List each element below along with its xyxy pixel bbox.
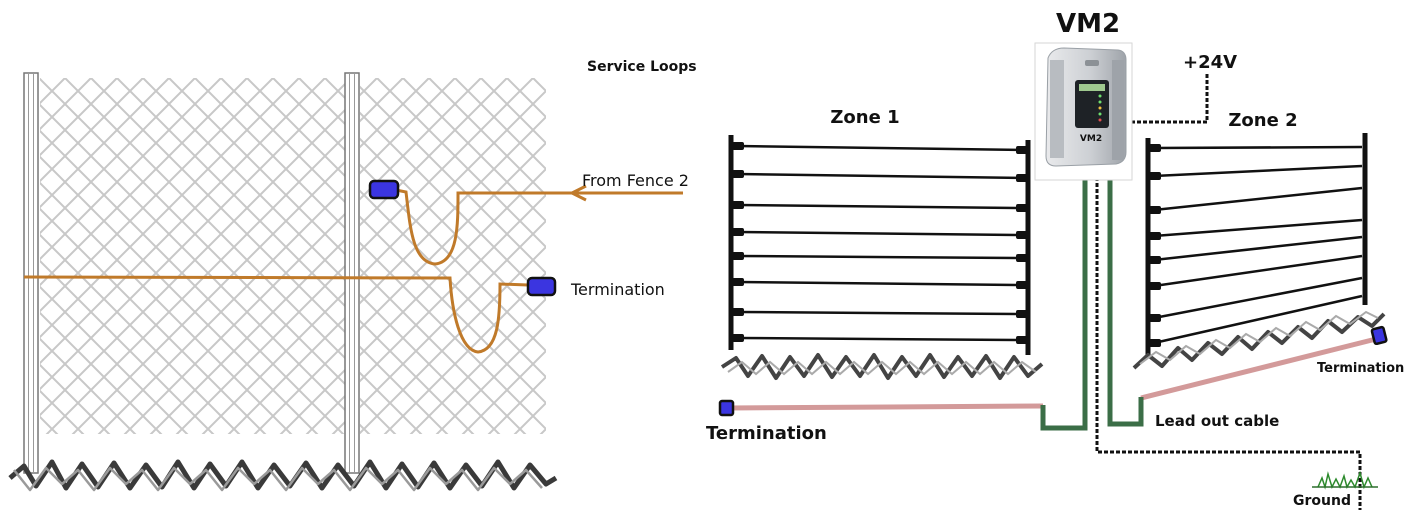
device-logo: VM2 <box>1080 134 1102 144</box>
fence-post-left <box>23 72 39 474</box>
zone-1-wire-clip <box>1016 174 1028 182</box>
power-label: +24V <box>1183 52 1237 73</box>
ground-rubble-zone-1-2 <box>727 360 1037 376</box>
zone-1-wire <box>737 144 1023 152</box>
ground-rubble-left-2 <box>13 466 543 492</box>
zone-2-wire-clip <box>1149 232 1161 240</box>
grass-icon <box>1317 470 1373 490</box>
terminator-upper <box>368 179 400 200</box>
zone-1-wire-clip <box>1016 336 1028 344</box>
termination-label-zone-2: Termination <box>1317 361 1404 376</box>
zone-2-wire-clip <box>1149 172 1161 180</box>
zone-1-label: Zone 1 <box>830 107 899 128</box>
ground-rubble-zone-2 <box>1132 312 1386 370</box>
green-cable-zone-1 <box>1040 165 1088 431</box>
ground-wire <box>1095 165 1362 510</box>
arrow-from-fence-2 <box>568 184 587 202</box>
zone-1-wire <box>737 172 1023 180</box>
terminator-zone-2 <box>1370 325 1388 346</box>
zone-2-wire <box>1153 186 1363 212</box>
zone-1-wire <box>737 254 1023 260</box>
fence-mesh-panel-2 <box>360 78 546 434</box>
lead-out-cable-zone-2 <box>1140 335 1381 401</box>
zone-2-wire-clip <box>1149 144 1161 152</box>
from-fence-2-label: From Fence 2 <box>582 171 689 190</box>
zone-1-wire-clip <box>1016 204 1028 212</box>
zone-2-wire-clip <box>1149 256 1161 264</box>
zone-2-wire-clip <box>1149 314 1161 322</box>
zone-2-label: Zone 2 <box>1228 110 1297 131</box>
zone-1-wire-clip <box>1016 281 1028 289</box>
ground-rubble-zone-1 <box>720 353 1044 380</box>
vm2-title: VM2 <box>1056 9 1120 39</box>
zone-1-wire-clip <box>732 278 744 286</box>
zone-1-wire <box>737 336 1023 342</box>
service-loops-label: Service Loops <box>587 59 697 75</box>
zone-1-wire <box>737 203 1023 210</box>
zone-1-wire <box>737 230 1023 237</box>
fence-mesh-panel-1 <box>40 78 346 434</box>
zone-2-wire-clip <box>1149 206 1161 214</box>
zone-1-wire <box>737 280 1023 287</box>
device-display-panel <box>1075 80 1109 128</box>
zone-2-wire <box>1153 294 1363 345</box>
zone-1-wire-clip <box>732 308 744 316</box>
zone-1-wire-clip <box>732 252 744 260</box>
terminator-lower <box>526 276 557 297</box>
zone-1-wire-clip <box>732 170 744 178</box>
zone-2-wire <box>1153 235 1363 262</box>
zone-1-wire-clip <box>1016 310 1028 318</box>
zone-1-wire-clip <box>732 201 744 209</box>
zone-1-wire-clip <box>1016 146 1028 154</box>
chain-link-fence: Service Loops From Fence 2 Termination <box>8 59 697 492</box>
zone-2-wire-clip <box>1149 339 1161 347</box>
zone-1-fence <box>720 135 1044 380</box>
zone-2-wires <box>1149 144 1363 347</box>
sensor-cable-service-loop-upper <box>395 188 683 266</box>
ground-label: Ground <box>1293 493 1351 509</box>
lead-out-cable-label: Lead out cable <box>1155 412 1279 430</box>
termination-label-left-fence: Termination <box>570 280 665 299</box>
zone-2-wire <box>1153 218 1363 238</box>
zone-2-wire <box>1153 276 1363 320</box>
sensor-cable-main-run <box>23 275 529 354</box>
zone-2-wire <box>1153 254 1363 288</box>
zone-1-wire-clip <box>1016 231 1028 239</box>
ground-rubble-zone-2-2 <box>1139 310 1379 365</box>
termination-label-zone-1: Termination <box>706 423 827 444</box>
zone-1-wire-clip <box>732 142 744 150</box>
fence-post-middle <box>344 72 360 474</box>
power-wire <box>1131 72 1209 124</box>
zone-2-fence <box>1132 133 1386 370</box>
zone-2-wire <box>1153 145 1363 150</box>
zone-1-wire-clip <box>732 228 744 236</box>
vm2-controller: VM2 <box>1034 42 1133 181</box>
zone-2-wire-clip <box>1149 282 1161 290</box>
lead-out-cable-zone-1 <box>727 403 1044 411</box>
terminator-zone-1 <box>718 399 735 417</box>
zone-1-wire-clip <box>732 334 744 342</box>
zone-1-wire-clip <box>1016 254 1028 262</box>
zone-1-wires <box>732 142 1028 344</box>
ground-rubble-left <box>8 459 558 491</box>
zone-1-wire <box>737 310 1023 316</box>
green-cable-zone-2 <box>1107 165 1144 427</box>
zone-2-wire <box>1153 164 1363 178</box>
